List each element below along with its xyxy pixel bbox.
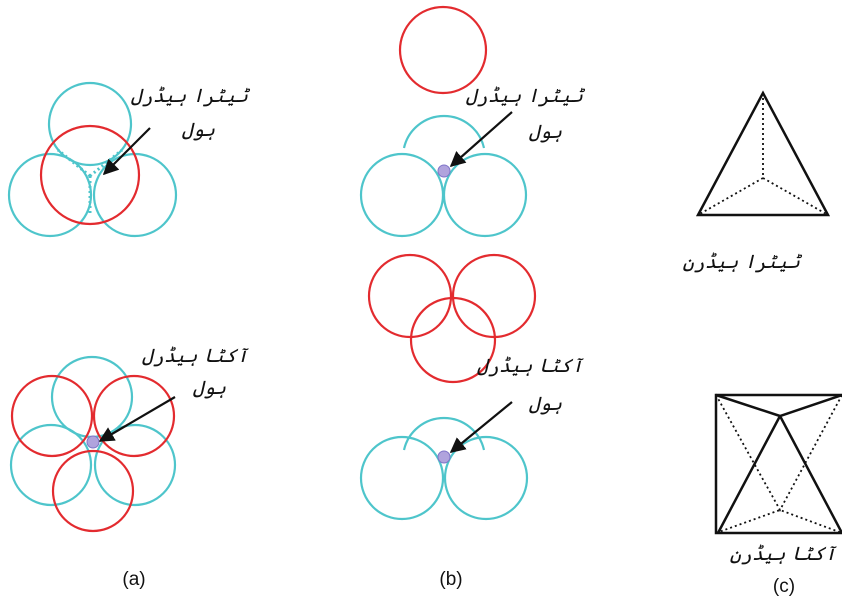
top-sphere: [92, 374, 176, 458]
top-sphere: [51, 449, 135, 533]
panel-b-tetrahedral: [359, 5, 528, 238]
tetrahedral-hole-label: ہول: [182, 119, 215, 141]
tetrahedral-hole-marker: [437, 164, 451, 178]
octahedral-hole-label: ہول: [529, 393, 562, 415]
bottom-sphere: [442, 152, 528, 238]
top-sphere: [39, 124, 141, 226]
top-sphere: [451, 253, 537, 339]
bottom-sphere: [7, 152, 93, 238]
octahedral-hole-marker: [86, 435, 100, 449]
tetrahedron-outline: [695, 90, 831, 217]
caption-a: (a): [122, 569, 145, 590]
octahedron-frame: [714, 393, 842, 535]
back-sphere: [402, 114, 486, 149]
bottom-sphere: [9, 423, 93, 507]
top-sphere: [398, 5, 488, 95]
panel-b-octahedral: [359, 253, 537, 521]
tetrahedral-hole-label: ٹیٹرا ہیڈرل: [131, 85, 251, 107]
bottom-sphere: [359, 152, 445, 238]
octahedral-hole-label: ہول: [193, 377, 226, 399]
tetrahedron-hidden-edges: [697, 93, 829, 216]
tetrahedral-hole-arrow: [102, 127, 151, 176]
caption-c: (c): [773, 576, 795, 597]
bottom-sphere: [443, 435, 529, 521]
octahedral-hole-label: آکٹا ہیڈرل: [477, 355, 584, 377]
bottom-sphere: [359, 435, 445, 521]
tetrahedron-shape: [695, 90, 831, 217]
octahedral-hole-label: آکٹا ہیڈرل: [142, 345, 249, 367]
bottom-sphere: [93, 423, 177, 507]
top-sphere: [10, 374, 94, 458]
bottom-sphere: [47, 81, 133, 167]
octahedron-visible-edges: [715, 393, 842, 534]
back-sphere: [402, 416, 486, 451]
octahedral-hole-arrow: [449, 401, 513, 453]
panel-a-tetrahedral: [7, 81, 178, 238]
octahedral-hole-marker: [437, 450, 451, 464]
tetrahedral-hole-label: ہول: [529, 121, 562, 143]
tetrahedron-label: ٹیٹرا ہیڈرن: [683, 251, 803, 273]
caption-b: (b): [439, 569, 462, 590]
panel-a-octahedral: [9, 355, 177, 533]
tetrahedral-hole-arrow: [449, 111, 513, 168]
top-sphere: [409, 296, 497, 384]
octahedral-hole-arrow: [98, 396, 176, 442]
octahedron-label: آکٹا ہیڈرن: [730, 543, 837, 565]
octahedron-shape: [714, 393, 842, 535]
tetrahedral-hole-label: ٹیٹرا ہیڈرل: [466, 85, 586, 107]
octahedron-hidden-edges: [715, 394, 842, 534]
top-sphere: [367, 253, 453, 339]
